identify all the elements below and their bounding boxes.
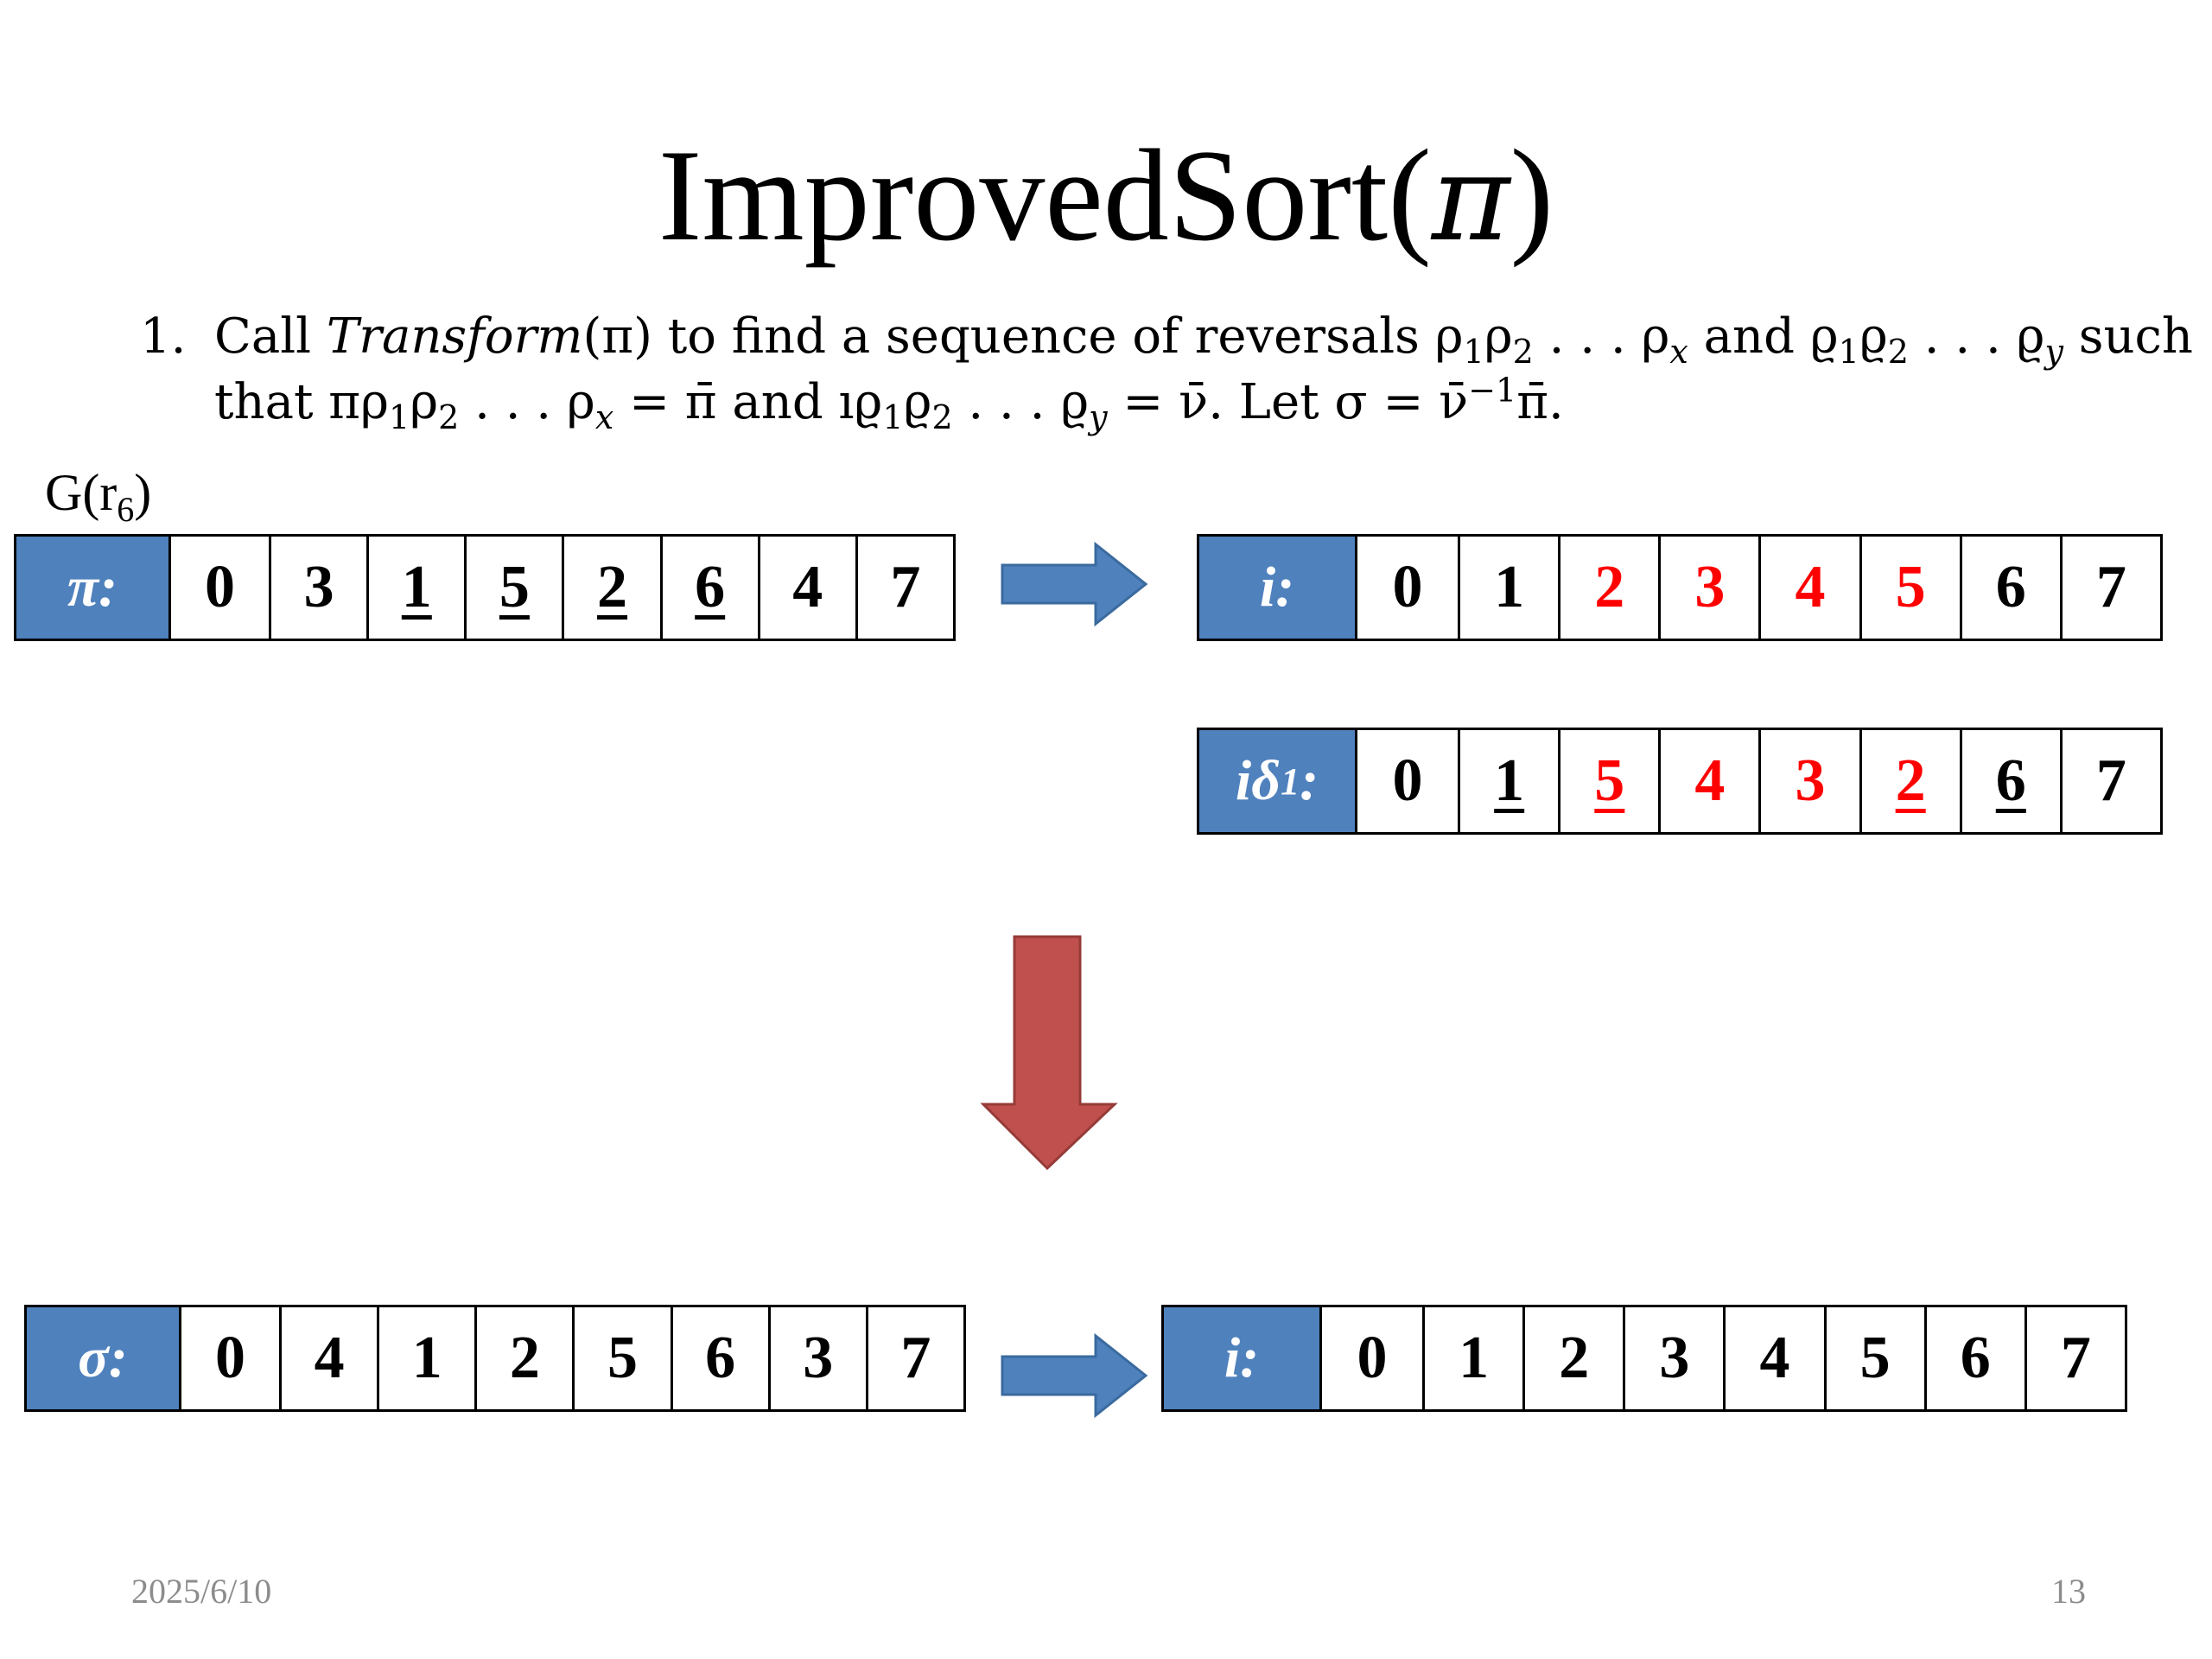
permutation-cell: 6: [659, 537, 758, 639]
right-arrow-icon-bottom: [1001, 1332, 1148, 1419]
permutation-cell: 1: [1458, 537, 1559, 639]
permutation-cell: 3: [1623, 1307, 1724, 1409]
permutation-cell: 3: [1758, 730, 1859, 832]
permutation-cell: 6: [670, 1307, 768, 1409]
step-line-1: Call Transform(π) to find a sequence of …: [214, 308, 2193, 372]
permutation-cell: 2: [1522, 1307, 1624, 1409]
permutation-cell: 6: [1959, 537, 2060, 639]
slide-title: ImprovedSort(π): [658, 123, 1554, 268]
permutation-cell: 4: [1658, 730, 1759, 832]
footer-page-number: 13: [2051, 1572, 2086, 1611]
permutation-cell: 0: [1357, 730, 1459, 832]
permutation-cell: 0: [171, 537, 270, 639]
permutation-cell: 3: [269, 537, 367, 639]
permutation-cell: 5: [1558, 730, 1659, 832]
graph-label: G(r6): [45, 464, 152, 529]
row-label: σ:: [27, 1307, 181, 1409]
permutation-cell: 0: [1322, 1307, 1423, 1409]
permutation-cell: 3: [1658, 537, 1759, 639]
permutation-cell: 2: [1558, 537, 1659, 639]
step-line-2: that πρ1ρ2 . . . ρx = π̄ and ıϱ1ϱ2 . . .…: [214, 371, 1564, 437]
permutation-cell: 7: [865, 1307, 963, 1409]
permutation-cell: 4: [279, 1307, 378, 1409]
down-arrow-icon: [980, 935, 1118, 1171]
permutation-cell: 7: [2059, 537, 2160, 639]
permutation-cell: 6: [1959, 730, 2060, 832]
permutation-cell: 0: [181, 1307, 280, 1409]
footer-date: 2025/6/10: [131, 1572, 272, 1611]
row-label: i:: [1199, 537, 1357, 639]
permutation-cell: 2: [1859, 730, 1960, 832]
permutation-cell: 1: [1458, 730, 1559, 832]
permutation-cell: 7: [2024, 1307, 2125, 1409]
step-body: Call Transform(π) to find a sequence of …: [214, 304, 2193, 435]
row-label: i:: [1164, 1307, 1322, 1409]
permutation-cell: 4: [757, 537, 855, 639]
permutation-cell: 2: [474, 1307, 573, 1409]
permutation-cell: 7: [2059, 730, 2160, 832]
permutation-cell: 5: [572, 1307, 671, 1409]
permutation-cell: 5: [464, 537, 563, 639]
row-label: π:: [16, 537, 171, 639]
permutation-cell: 4: [1758, 537, 1859, 639]
permutation-cell: 5: [1823, 1307, 1924, 1409]
permutation-cell: 1: [1422, 1307, 1523, 1409]
permutation-cell: 6: [1923, 1307, 2024, 1409]
permutation-cell: 1: [377, 1307, 475, 1409]
permutation-cell: 1: [366, 537, 465, 639]
step-number: 1.: [140, 308, 187, 365]
permutation-cell: 5: [1859, 537, 1960, 639]
permutation-cell: 7: [855, 537, 953, 639]
permutation-cell: 4: [1723, 1307, 1824, 1409]
permutation-cell: 2: [562, 537, 660, 639]
right-arrow-icon-top: [1001, 541, 1148, 627]
permutation-cell: 3: [767, 1307, 866, 1409]
permutation-cell: 0: [1357, 537, 1459, 639]
